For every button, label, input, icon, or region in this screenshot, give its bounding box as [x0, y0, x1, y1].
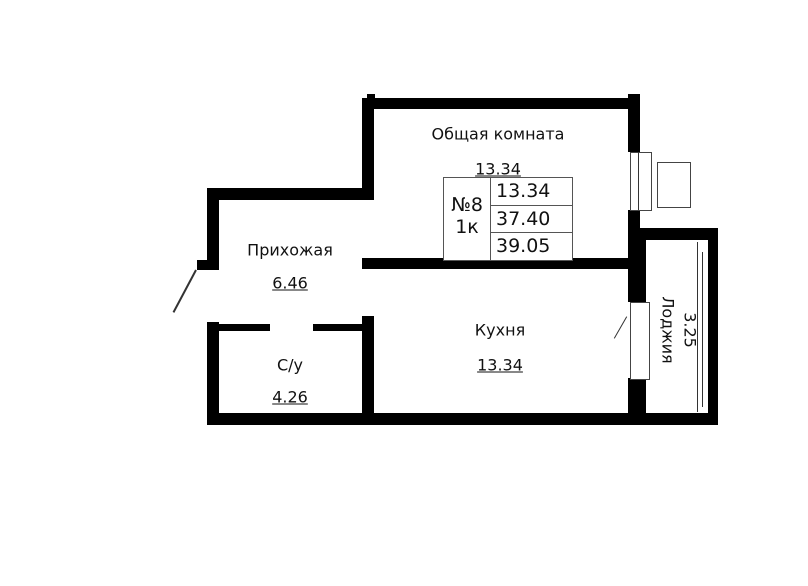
room-area: 13.34 [475, 159, 521, 179]
room-name: Прихожая [247, 240, 333, 260]
room-area: 6.46 [272, 273, 308, 293]
door-swing [613, 316, 628, 339]
room-area: 3.25 [680, 312, 700, 348]
total-area: 39.05 [496, 235, 551, 257]
wall [362, 316, 374, 425]
wall [207, 413, 718, 425]
window [630, 152, 652, 211]
apartment-info: №8 1к 13.34 37.40 39.05 [443, 177, 573, 261]
wall [365, 98, 640, 109]
balcony-door [630, 302, 650, 380]
wall [197, 260, 219, 270]
room-name: Кухня [474, 320, 526, 340]
wall [640, 228, 718, 240]
loggia-glazing [697, 242, 698, 412]
wall [362, 258, 628, 269]
wall [362, 98, 374, 198]
apartment-type: 1к [455, 216, 479, 238]
wall [207, 188, 374, 200]
apartment-number: №8 [451, 194, 483, 216]
loggia-glazing [702, 252, 703, 407]
wall [313, 324, 363, 331]
wall [628, 210, 640, 302]
room-area: 4.26 [272, 387, 308, 407]
wall [219, 324, 270, 331]
room-name: С/у [276, 355, 304, 375]
area: 37.40 [496, 208, 551, 230]
wall [367, 94, 375, 100]
ac-unit [657, 162, 691, 208]
wall [708, 228, 718, 425]
room-name: Общая комната [431, 124, 565, 144]
room-area: 13.34 [477, 355, 523, 375]
living-area: 13.34 [496, 180, 551, 202]
room-name: Лоджия [658, 296, 678, 364]
wall [207, 322, 219, 425]
entry-door [172, 269, 197, 313]
wall [207, 188, 219, 270]
window [638, 152, 639, 210]
wall [628, 94, 640, 152]
